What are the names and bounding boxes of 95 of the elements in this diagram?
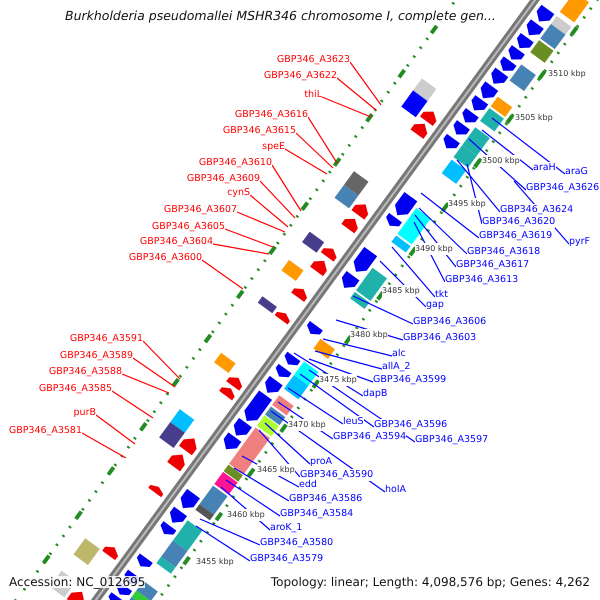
gene-label: GBP346_A3617 bbox=[456, 259, 530, 271]
gene-label: thiL bbox=[304, 89, 322, 101]
scale-label: 3455 kbp bbox=[196, 556, 234, 568]
gene-label: GBP346_A3626 bbox=[526, 182, 600, 194]
gene-label: GBP346_A3596 bbox=[374, 419, 448, 431]
leader-line bbox=[352, 295, 414, 325]
leader-line bbox=[272, 164, 302, 212]
leader-line bbox=[202, 260, 244, 290]
leader-line bbox=[96, 414, 136, 444]
gene-label: cynS bbox=[227, 187, 250, 199]
leader-line bbox=[132, 358, 176, 388]
gene-label: pyrF bbox=[569, 236, 590, 248]
scale-label: 3460 kbp bbox=[227, 509, 265, 521]
leader-line bbox=[224, 228, 274, 248]
gene-label: GBP346_A3615 bbox=[222, 125, 296, 137]
gene-label: GBP346_A3606 bbox=[413, 316, 486, 328]
gene-label: GBP346_A3622 bbox=[264, 70, 337, 82]
gene-label: GBP346_A3599 bbox=[373, 374, 446, 386]
leader-line bbox=[308, 116, 338, 164]
leader-line bbox=[418, 208, 468, 254]
gene-label: GBP346_A3594 bbox=[333, 431, 406, 443]
gene-label: GBP346_A3591 bbox=[70, 333, 143, 345]
scale-label: 3505 kbp bbox=[515, 112, 553, 124]
leader-line bbox=[226, 480, 280, 516]
gene-label: allA_2 bbox=[382, 361, 410, 373]
gene-label: GBP346_A3603 bbox=[403, 332, 476, 344]
leader-line bbox=[288, 388, 344, 424]
gene-label: gap bbox=[426, 299, 444, 311]
leader-line bbox=[300, 374, 374, 428]
map-title: Burkholderia pseudomallei MSHR346 chromosome I, complete gen... bbox=[65, 8, 496, 24]
scale-label: 3480 kbp bbox=[350, 329, 388, 341]
gene-label: GBP346_A3618 bbox=[467, 246, 540, 258]
gene-label: GBP346_A3579 bbox=[250, 553, 324, 565]
gene-label: dapB bbox=[363, 388, 388, 400]
scale-label: 3465 kbp bbox=[257, 464, 295, 476]
gene-label: GBP346_A3610 bbox=[198, 157, 272, 169]
gene-label: GBP346_A3609 bbox=[186, 173, 260, 185]
gene-label: GBP346_A3604 bbox=[140, 236, 213, 248]
leader-line bbox=[260, 180, 296, 218]
scale-label: 3495 kbp bbox=[448, 198, 486, 210]
gene-label: GBP346_A3581 bbox=[8, 425, 82, 437]
leader-line bbox=[196, 526, 250, 562]
leader-line bbox=[308, 358, 374, 383]
gene-label: GBP346_A3590 bbox=[300, 469, 374, 481]
leader-line bbox=[350, 62, 382, 106]
gene-label: GBP346_A3600 bbox=[128, 252, 202, 264]
leader-line bbox=[250, 194, 288, 228]
leader-line bbox=[456, 160, 500, 212]
leader-line bbox=[82, 432, 126, 459]
leader-line bbox=[122, 373, 170, 394]
gene-label: GBP346_A3613 bbox=[445, 274, 518, 286]
leader-line bbox=[284, 148, 328, 175]
gene-label: proA bbox=[310, 456, 332, 468]
scale-label: 3510 kbp bbox=[548, 68, 586, 80]
gene-label: GBP346_A3580 bbox=[260, 537, 334, 549]
leader-line bbox=[314, 350, 382, 370]
gene-label: GBP346_A3616 bbox=[234, 109, 308, 121]
gene-label: GBP346_A3585 bbox=[38, 383, 112, 395]
scale-label: 3490 kbp bbox=[415, 243, 453, 255]
scale-label: 3500 kbp bbox=[482, 155, 520, 167]
leader-line bbox=[236, 211, 286, 233]
scale-label: 3470 kbp bbox=[288, 419, 326, 431]
gene-label: GBP346_A3597 bbox=[415, 434, 488, 446]
gene-label: GBP346_A3620 bbox=[482, 216, 556, 228]
gene-label: GBP346_A3586 bbox=[289, 493, 362, 505]
gene-label: GBP346_A3623 bbox=[276, 54, 350, 66]
accession-text: Accession: NC_012695 bbox=[9, 576, 146, 588]
leader-line bbox=[322, 96, 372, 118]
topology-text: Topology: linear; Length: 4,098,576 bp; Genes: 4,262 bbox=[270, 576, 590, 588]
leader-line bbox=[392, 246, 436, 298]
gene-label: GBP346_A3605 bbox=[152, 221, 225, 233]
leader-line bbox=[234, 467, 290, 502]
leader-line bbox=[258, 430, 300, 478]
leader-line bbox=[336, 78, 376, 110]
gene-label: GBP346_A3619 bbox=[479, 230, 552, 242]
scale-label: 3475 kbp bbox=[319, 374, 357, 386]
gene-label: aroK_1 bbox=[270, 522, 302, 534]
scale-label: 3485 kbp bbox=[382, 285, 420, 297]
leader-line bbox=[142, 340, 180, 380]
leader-line bbox=[296, 132, 334, 168]
leader-line bbox=[322, 338, 392, 357]
gene-label: speE bbox=[262, 141, 285, 153]
gene-label: GBP346_A3588 bbox=[48, 366, 122, 378]
gene-label: GBP346_A3584 bbox=[280, 508, 354, 520]
leader-line bbox=[200, 518, 260, 546]
gene-label: GBP346_A3624 bbox=[500, 204, 574, 216]
leader-line bbox=[264, 422, 310, 464]
leader-line bbox=[212, 243, 270, 255]
leader-line bbox=[492, 118, 566, 174]
leader-line bbox=[420, 192, 480, 238]
gene-label: GBP346_A3589 bbox=[60, 350, 133, 362]
leader-line bbox=[112, 390, 154, 418]
gene-label: GBP346_A3607 bbox=[164, 204, 237, 216]
gene-label: purB bbox=[74, 407, 96, 419]
leader-line bbox=[482, 130, 534, 170]
